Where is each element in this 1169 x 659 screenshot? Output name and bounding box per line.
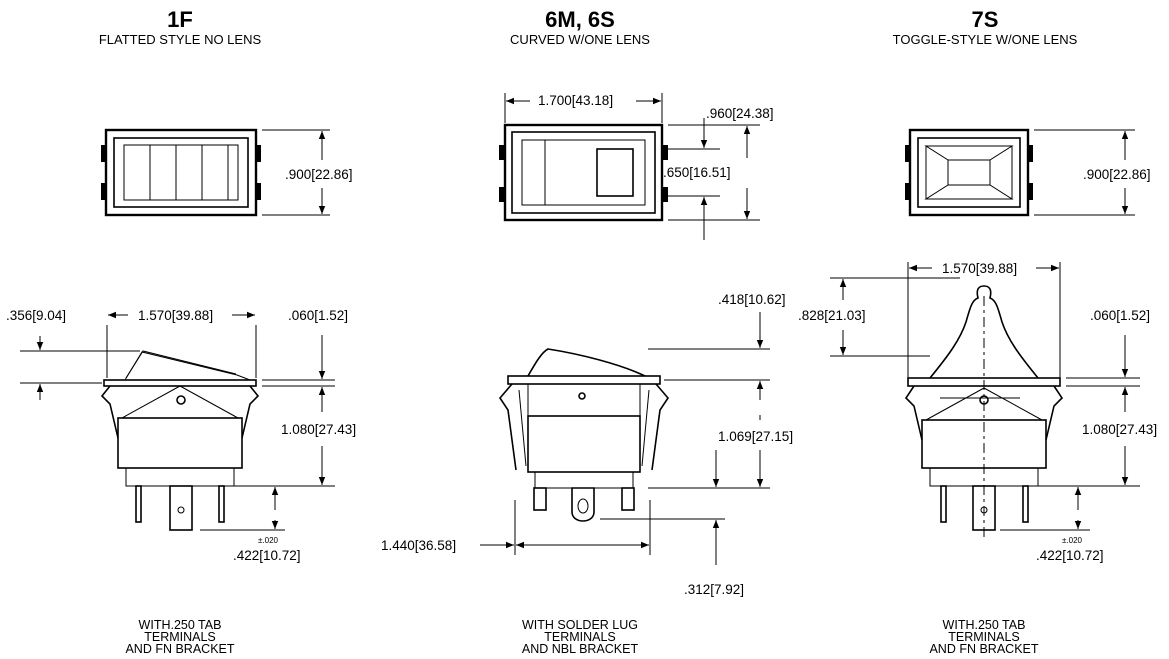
footer-line: AND FN BRACKET [929,642,1039,656]
dim-7s-height: .900[22.86] [1083,167,1151,182]
dim-1f-width: 1.570[39.88] [138,308,213,323]
model-code: 7S [971,7,999,32]
dim-1f-tolerance: ±.020 [258,536,279,545]
model-6m6s-footer: WITH SOLDER LUG TERMINALS AND NBL BRACKE… [450,618,710,656]
dim-1f-rim: .060[1.52] [288,308,348,323]
dim-6m-lens-offset: .960[24.38] [706,106,774,121]
dim-7s-body-height: 1.080[27.43] [1082,422,1157,437]
dim-7s-terminal: .422[10.72] [1036,548,1104,563]
model-1f-header: 1F FLATTED STYLE NO LENS [20,7,340,48]
footer-line: AND FN BRACKET [125,642,235,656]
dim-6m-lug: .312[7.92] [684,582,744,597]
dim-6m-lens-height: .650[16.51] [663,165,731,180]
model-6m6s-header: 6M, 6S CURVED W/ONE LENS [420,7,740,48]
footer-line: TERMINALS [544,630,616,644]
top-view-6m6s [499,93,760,240]
dim-6m-width: 1.700[43.18] [538,93,613,108]
top-view-7s [905,128,1135,217]
dim-7s-tolerance: ±.020 [1062,536,1083,545]
model-7s-header: 7S TOGGLE-STYLE W/ONE LENS [825,7,1145,48]
footer-line: WITH.250 TAB [942,618,1026,632]
dim-6m-rocker: .418[10.62] [718,292,786,307]
side-view-1f [20,311,335,531]
footer-line: TERMINALS [948,630,1020,644]
side-view-6m6s [480,312,770,565]
dim-1f-body-height: 1.080[27.43] [281,422,356,437]
dim-6m-base-width: 1.440[36.58] [381,538,456,553]
footer-line: AND NBL BRACKET [521,642,639,656]
footer-line: TERMINALS [144,630,216,644]
dim-1f-offset: .356[9.04] [6,308,66,323]
dim-1f-height: .900[22.86] [285,167,353,182]
footer-line: WITH.250 TAB [138,618,222,632]
footer-line: WITH SOLDER LUG [522,618,638,632]
model-subtitle: FLATTED STYLE NO LENS [98,32,262,47]
model-code: 6M, 6S [545,7,615,32]
model-7s-footer: WITH.250 TAB TERMINALS AND FN BRACKET [854,618,1114,656]
side-view-7s [830,262,1140,540]
top-view-1f [101,128,330,217]
model-code: 1F [167,7,193,32]
dim-7s-rim: .060[1.52] [1090,308,1150,323]
model-1f-footer: WITH.250 TAB TERMINALS AND FN BRACKET [50,618,310,656]
dim-7s-width: 1.570[39.88] [942,261,1017,276]
dim-6m-body-height: 1.069[27.15] [718,429,793,444]
dim-7s-toggle: .828[21.03] [798,308,866,323]
model-subtitle: CURVED W/ONE LENS [510,32,650,47]
model-subtitle: TOGGLE-STYLE W/ONE LENS [892,32,1078,47]
dim-1f-terminal: .422[10.72] [233,548,301,563]
